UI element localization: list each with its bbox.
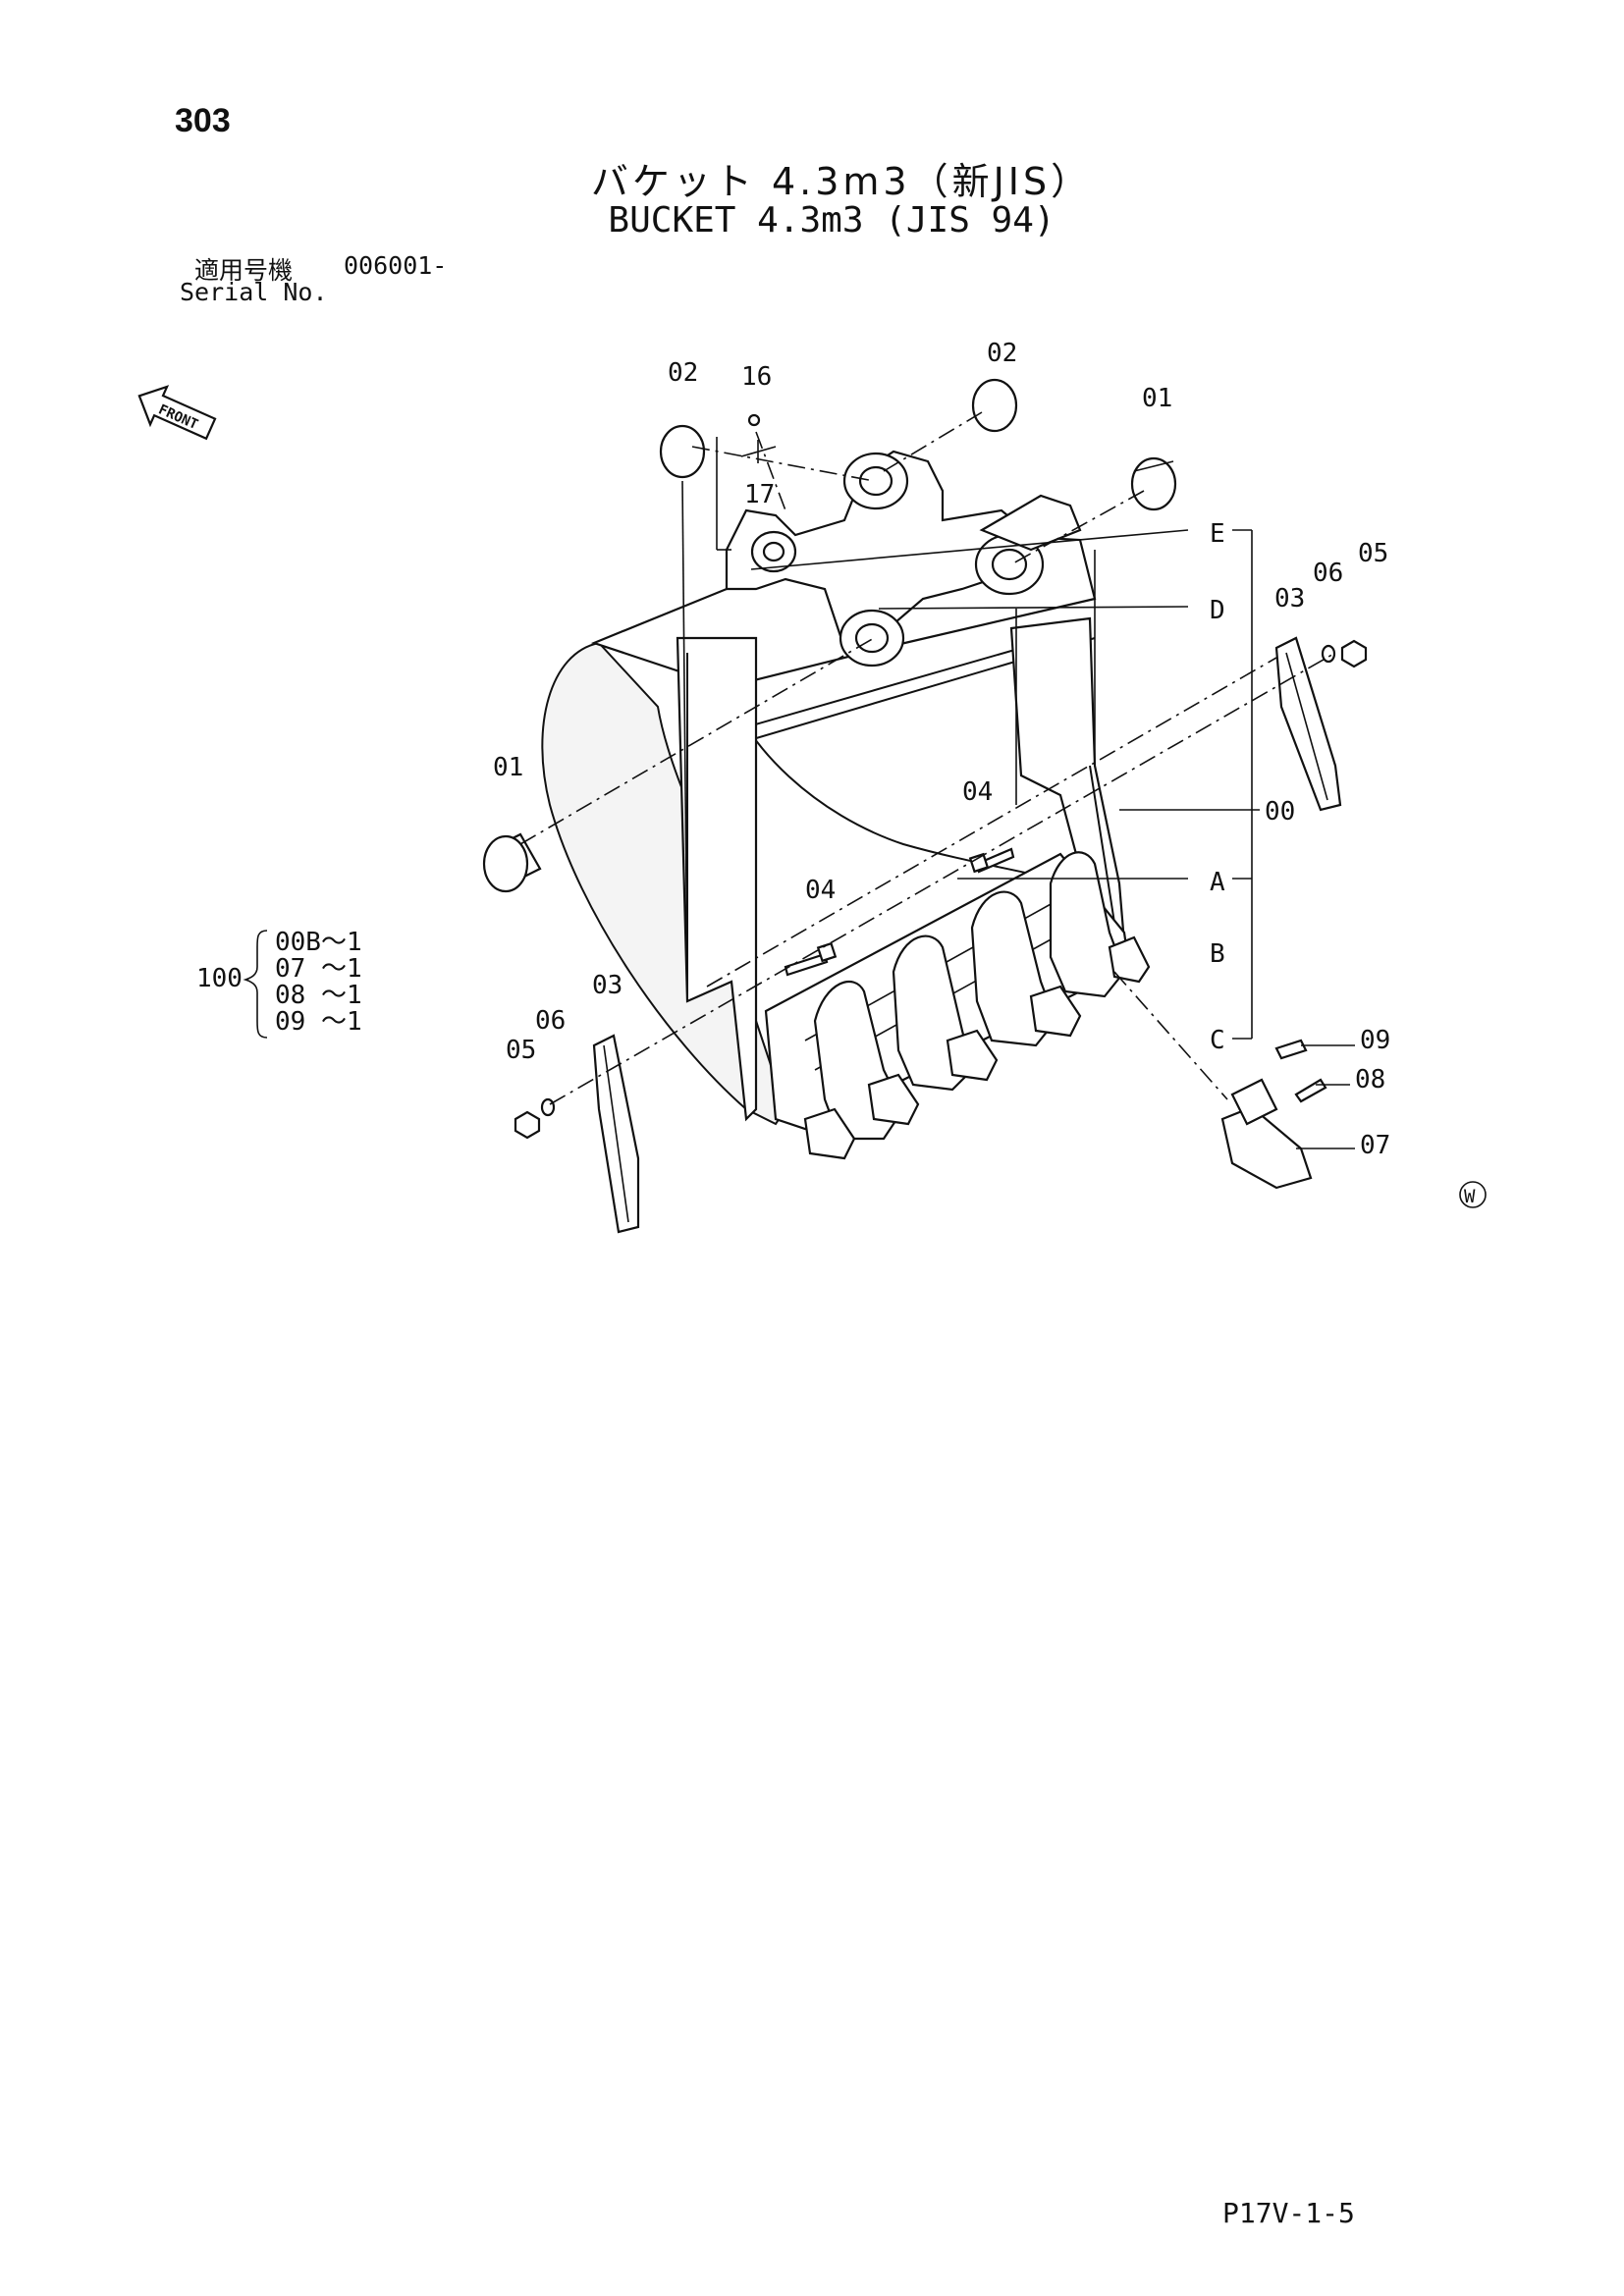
callout-labels: 02 16 02 01 17 E D 03 06 05 01 04 00 04 … [493,339,1390,1160]
callout-05-right: 05 [1358,539,1388,568]
bucket-teeth-row [803,851,1151,1160]
bushing-02-left [659,424,706,479]
bushing-01-right [1130,456,1177,511]
document-code: P17V-1-5 [1222,2197,1355,2229]
assembly-100-group: 100 00B～1 07 ～1 08 ～1 09 ～1 [196,928,362,1039]
callout-03-left: 03 [592,971,623,1000]
bushing-02-right [971,378,1018,433]
assembly-item-4: 09 ～1 [275,1007,362,1037]
lock-09 [1274,1039,1308,1060]
section-letter-D: D [1210,596,1225,625]
title-japanese: バケット 4.3m3（新JIS） [590,160,1093,203]
nut-05-right [1340,639,1368,668]
callout-04-left: 04 [805,876,836,905]
serial-value: 006001- [344,251,448,280]
washer-06-right [1321,644,1336,664]
section-letter-C: C [1210,1026,1225,1055]
callout-01-right: 01 [1142,384,1172,413]
tooth-point-07 [1220,1078,1313,1190]
svg-text:W: W [1464,1186,1476,1207]
callout-08: 08 [1355,1065,1385,1095]
callout-02-left: 02 [668,358,698,388]
callout-03-right: 03 [1274,584,1305,614]
serial-label-english: Serial No. [180,278,328,306]
section-letter-E: E [1210,519,1225,549]
assembly-item-2: 07 ～1 [275,954,362,984]
callout-04-right: 04 [962,777,993,807]
assembly-item-1: 00B～1 [275,928,362,957]
side-cutter-03-right [1274,636,1342,812]
callout-05-left: 05 [506,1036,536,1065]
callout-06-right: 06 [1313,559,1343,588]
bucket-bracket-lugs [725,450,1082,667]
leader-lines [519,411,1355,1149]
section-letter-B: B [1210,939,1225,969]
callout-02-right: 02 [987,339,1017,368]
bolt-04-right [968,847,1015,874]
pin-08 [1294,1078,1327,1103]
title-english: BUCKET 4.3m3 (JIS 94) [608,200,1056,240]
callout-00: 00 [1265,797,1295,827]
front-arrow-icon: FRONT [137,385,217,441]
callout-09: 09 [1360,1026,1390,1055]
page-number: 303 [175,102,231,139]
bushing-01-left [482,832,542,893]
assembly-number: 100 [196,964,243,993]
assembly-item-3: 08 ～1 [275,981,362,1010]
callout-17: 17 [744,480,775,509]
bolt-04-left [784,941,838,977]
washer-06-left [540,1097,556,1117]
callout-07: 07 [1360,1131,1390,1160]
callout-16: 16 [741,362,772,392]
callout-06-left: 06 [535,1006,566,1036]
callout-01-left: 01 [493,753,523,782]
side-cutter-03-left [592,1034,640,1234]
nut-05-left [514,1110,541,1140]
serial-label-japanese: 適用号機 [194,256,294,285]
copyright-mark-icon: W [1459,1181,1487,1208]
section-letter-A: A [1210,868,1225,897]
